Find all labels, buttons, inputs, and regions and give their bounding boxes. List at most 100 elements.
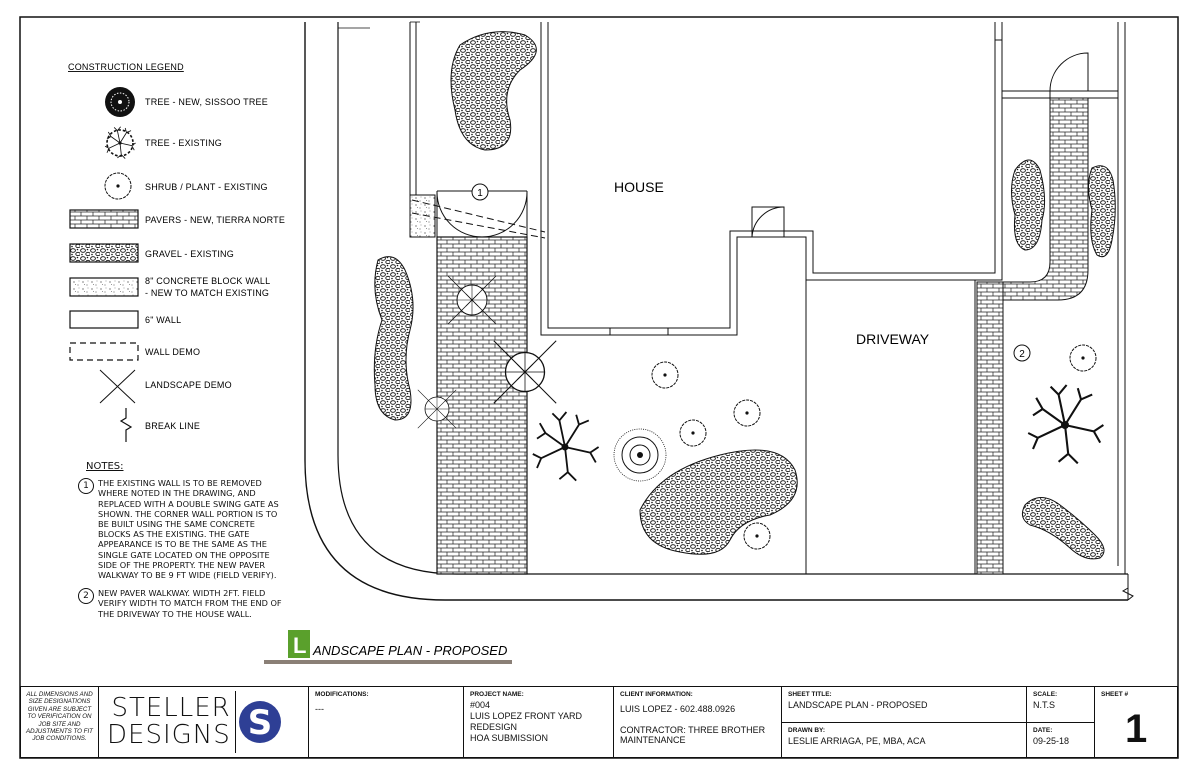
- existing-tree: [1027, 383, 1105, 465]
- logo-cell: STELLER DESIGNS S: [99, 687, 309, 757]
- shrub: [733, 399, 761, 427]
- gravel-bed-right-1: [1011, 159, 1046, 251]
- wall-demo-icon: [69, 342, 139, 361]
- property-curb-outer: [304, 22, 1128, 601]
- note-item: 2 NEW PAVER WALKWAY. WIDTH 2FT. FIELD VE…: [78, 588, 288, 619]
- site-plan: 1 HOUSE DRIVEWAY 2: [304, 21, 1134, 601]
- legend-label-existing-tree: TREE - EXISTING: [145, 138, 222, 148]
- client-value: LUIS LOPEZ - 602.488.0926: [620, 704, 736, 714]
- legend-label-block-wall-2: - NEW TO MATCH EXISTING: [145, 288, 269, 298]
- callout-1: 1: [471, 183, 489, 201]
- new-sissoo-tree: [613, 428, 667, 482]
- title-letter: L: [293, 633, 306, 658]
- side-gate: [1049, 52, 1089, 98]
- legend-label-pavers: PAVERS - NEW, TIERRA NORTE: [145, 215, 285, 225]
- break-line-icon: [119, 408, 133, 442]
- project-line: HOA SUBMISSION: [470, 733, 549, 743]
- shrub: [651, 361, 679, 389]
- sheet-title-cell: SHEET TITLE: LANDSCAPE PLAN - PROPOSED D…: [782, 687, 1027, 757]
- sheet-number-cell: SHEET # 1: [1095, 687, 1177, 757]
- construction-legend: CONSTRUCTION LEGEND TREE - NEW, SISSOO T…: [68, 62, 285, 442]
- modifications-cell: MODIFICATIONS: ---: [309, 687, 464, 757]
- gravel-bed-center: [639, 449, 798, 555]
- title-text: ANDSCAPE PLAN - PROPOSED: [312, 643, 507, 658]
- sheet-title-value: LANDSCAPE PLAN - PROPOSED: [788, 700, 928, 710]
- gravel-bed-right-3: [1021, 497, 1105, 560]
- block-wall-icon: [69, 277, 139, 297]
- shrub-icon: [104, 172, 132, 200]
- note-text: THE EXISTING WALL IS TO BE REMOVED WHERE…: [98, 478, 279, 581]
- gravel-bed-left: [373, 256, 414, 421]
- legend-label-break-line: BREAK LINE: [145, 421, 200, 431]
- shrub: [679, 419, 707, 447]
- disclaimer-text: ALL DIMENSIONS AND SIZE DESIGNATIONS GIV…: [26, 691, 93, 743]
- existing-tree-icon: [104, 126, 137, 160]
- project-cell: PROJECT NAME: #004 LUIS LOPEZ FRONT YARD…: [464, 687, 614, 757]
- break-line-right: [1121, 574, 1134, 601]
- landscape-demo-icon: [99, 369, 136, 404]
- project-line: REDESIGN: [470, 722, 518, 732]
- svg-text:1: 1: [477, 188, 483, 199]
- new-block-wall: [409, 194, 436, 238]
- project-line: LUIS LOPEZ FRONT YARD: [470, 711, 583, 721]
- client-label: CLIENT INFORMATION:: [620, 691, 693, 698]
- legend-label-wall: 6" WALL: [145, 315, 181, 325]
- sheet-title-label: SHEET TITLE:: [788, 691, 832, 698]
- contractor-value: CONTRACTOR: THREE BROTHER MAINTENANCE: [620, 724, 766, 746]
- logo-s-icon: S: [238, 701, 281, 743]
- house-entry-door: [751, 206, 785, 238]
- wall-icon: [69, 310, 139, 329]
- shrub: [1069, 344, 1097, 372]
- legend-label-new-tree: TREE - NEW, SISSOO TREE: [145, 97, 268, 107]
- new-tree-icon: [105, 87, 135, 117]
- svg-text:S: S: [247, 703, 272, 743]
- house-outline: [540, 22, 1003, 336]
- title-block: ALL DIMENSIONS AND SIZE DESIGNATIONS GIV…: [20, 686, 1178, 758]
- legend-label-gravel: GRAVEL - EXISTING: [145, 249, 234, 259]
- pavers-icon: [69, 209, 139, 229]
- legend-label-wall-demo: WALL DEMO: [145, 347, 200, 357]
- company-logo-text: STELLER DESIGNS: [107, 695, 231, 749]
- callout-2: 2: [1013, 344, 1031, 362]
- legend-title: CONSTRUCTION LEGEND: [68, 62, 184, 72]
- shrub: [743, 522, 771, 550]
- svg-text:2: 2: [1019, 349, 1025, 360]
- disclaimer-cell: ALL DIMENSIONS AND SIZE DESIGNATIONS GIV…: [21, 687, 99, 757]
- modifications-label: MODIFICATIONS:: [315, 691, 369, 698]
- drawn-by-value: LESLIE ARRIAGA, PE, MBA, ACA: [788, 735, 926, 746]
- gravel-bed-top: [450, 31, 537, 151]
- project-line: #004: [470, 700, 491, 710]
- note-number: 2: [78, 588, 94, 605]
- notes-title: NOTES:: [86, 461, 124, 472]
- paver-walkway-driveway: [976, 281, 1004, 575]
- paver-walkway-left: [436, 236, 528, 575]
- gravel-icon: [69, 243, 139, 263]
- scale-date-cell: SCALE: N.T.S DATE: 09-25-18: [1027, 687, 1095, 757]
- notes-section: NOTES: 1 THE EXISTING WALL IS TO BE REMO…: [78, 461, 288, 627]
- sheet-number-value: 1: [1125, 707, 1148, 751]
- sheet-border: [19, 16, 1179, 759]
- paver-walkway-side: [977, 97, 1089, 301]
- right-side-wall: [1117, 22, 1126, 574]
- legend-label-landscape-demo: LANDSCAPE DEMO: [145, 380, 232, 390]
- project-label: PROJECT NAME:: [470, 691, 524, 698]
- plan-title: L ANDSCAPE PLAN - PROPOSED: [264, 630, 512, 664]
- legend-label-shrub: SHRUB / PLANT - EXISTING: [145, 182, 268, 192]
- driveway-label: DRIVEWAY: [856, 331, 930, 347]
- title-accent-box: [288, 630, 310, 658]
- modifications-value: ---: [315, 704, 324, 714]
- existing-tree: [531, 411, 600, 482]
- note-number: 1: [78, 478, 94, 495]
- drawn-by-label: DRAWN BY:: [788, 726, 826, 734]
- sheet-number-label: SHEET #: [1101, 691, 1129, 698]
- logo-line-2: DESIGNS: [107, 720, 231, 750]
- scale-value: N.T.S: [1033, 700, 1056, 710]
- note-text: NEW PAVER WALKWAY. WIDTH 2FT. FIELD VERI…: [98, 588, 282, 619]
- title-underline: [264, 660, 512, 664]
- driveway-edges: [805, 280, 976, 574]
- client-cell: CLIENT INFORMATION: LUIS LOPEZ - 602.488…: [614, 687, 782, 757]
- legend-label-block-wall: 8" CONCRETE BLOCK WALL: [145, 276, 270, 286]
- logo-line-1: STELLER: [111, 693, 231, 723]
- date-label: DATE:: [1033, 726, 1053, 734]
